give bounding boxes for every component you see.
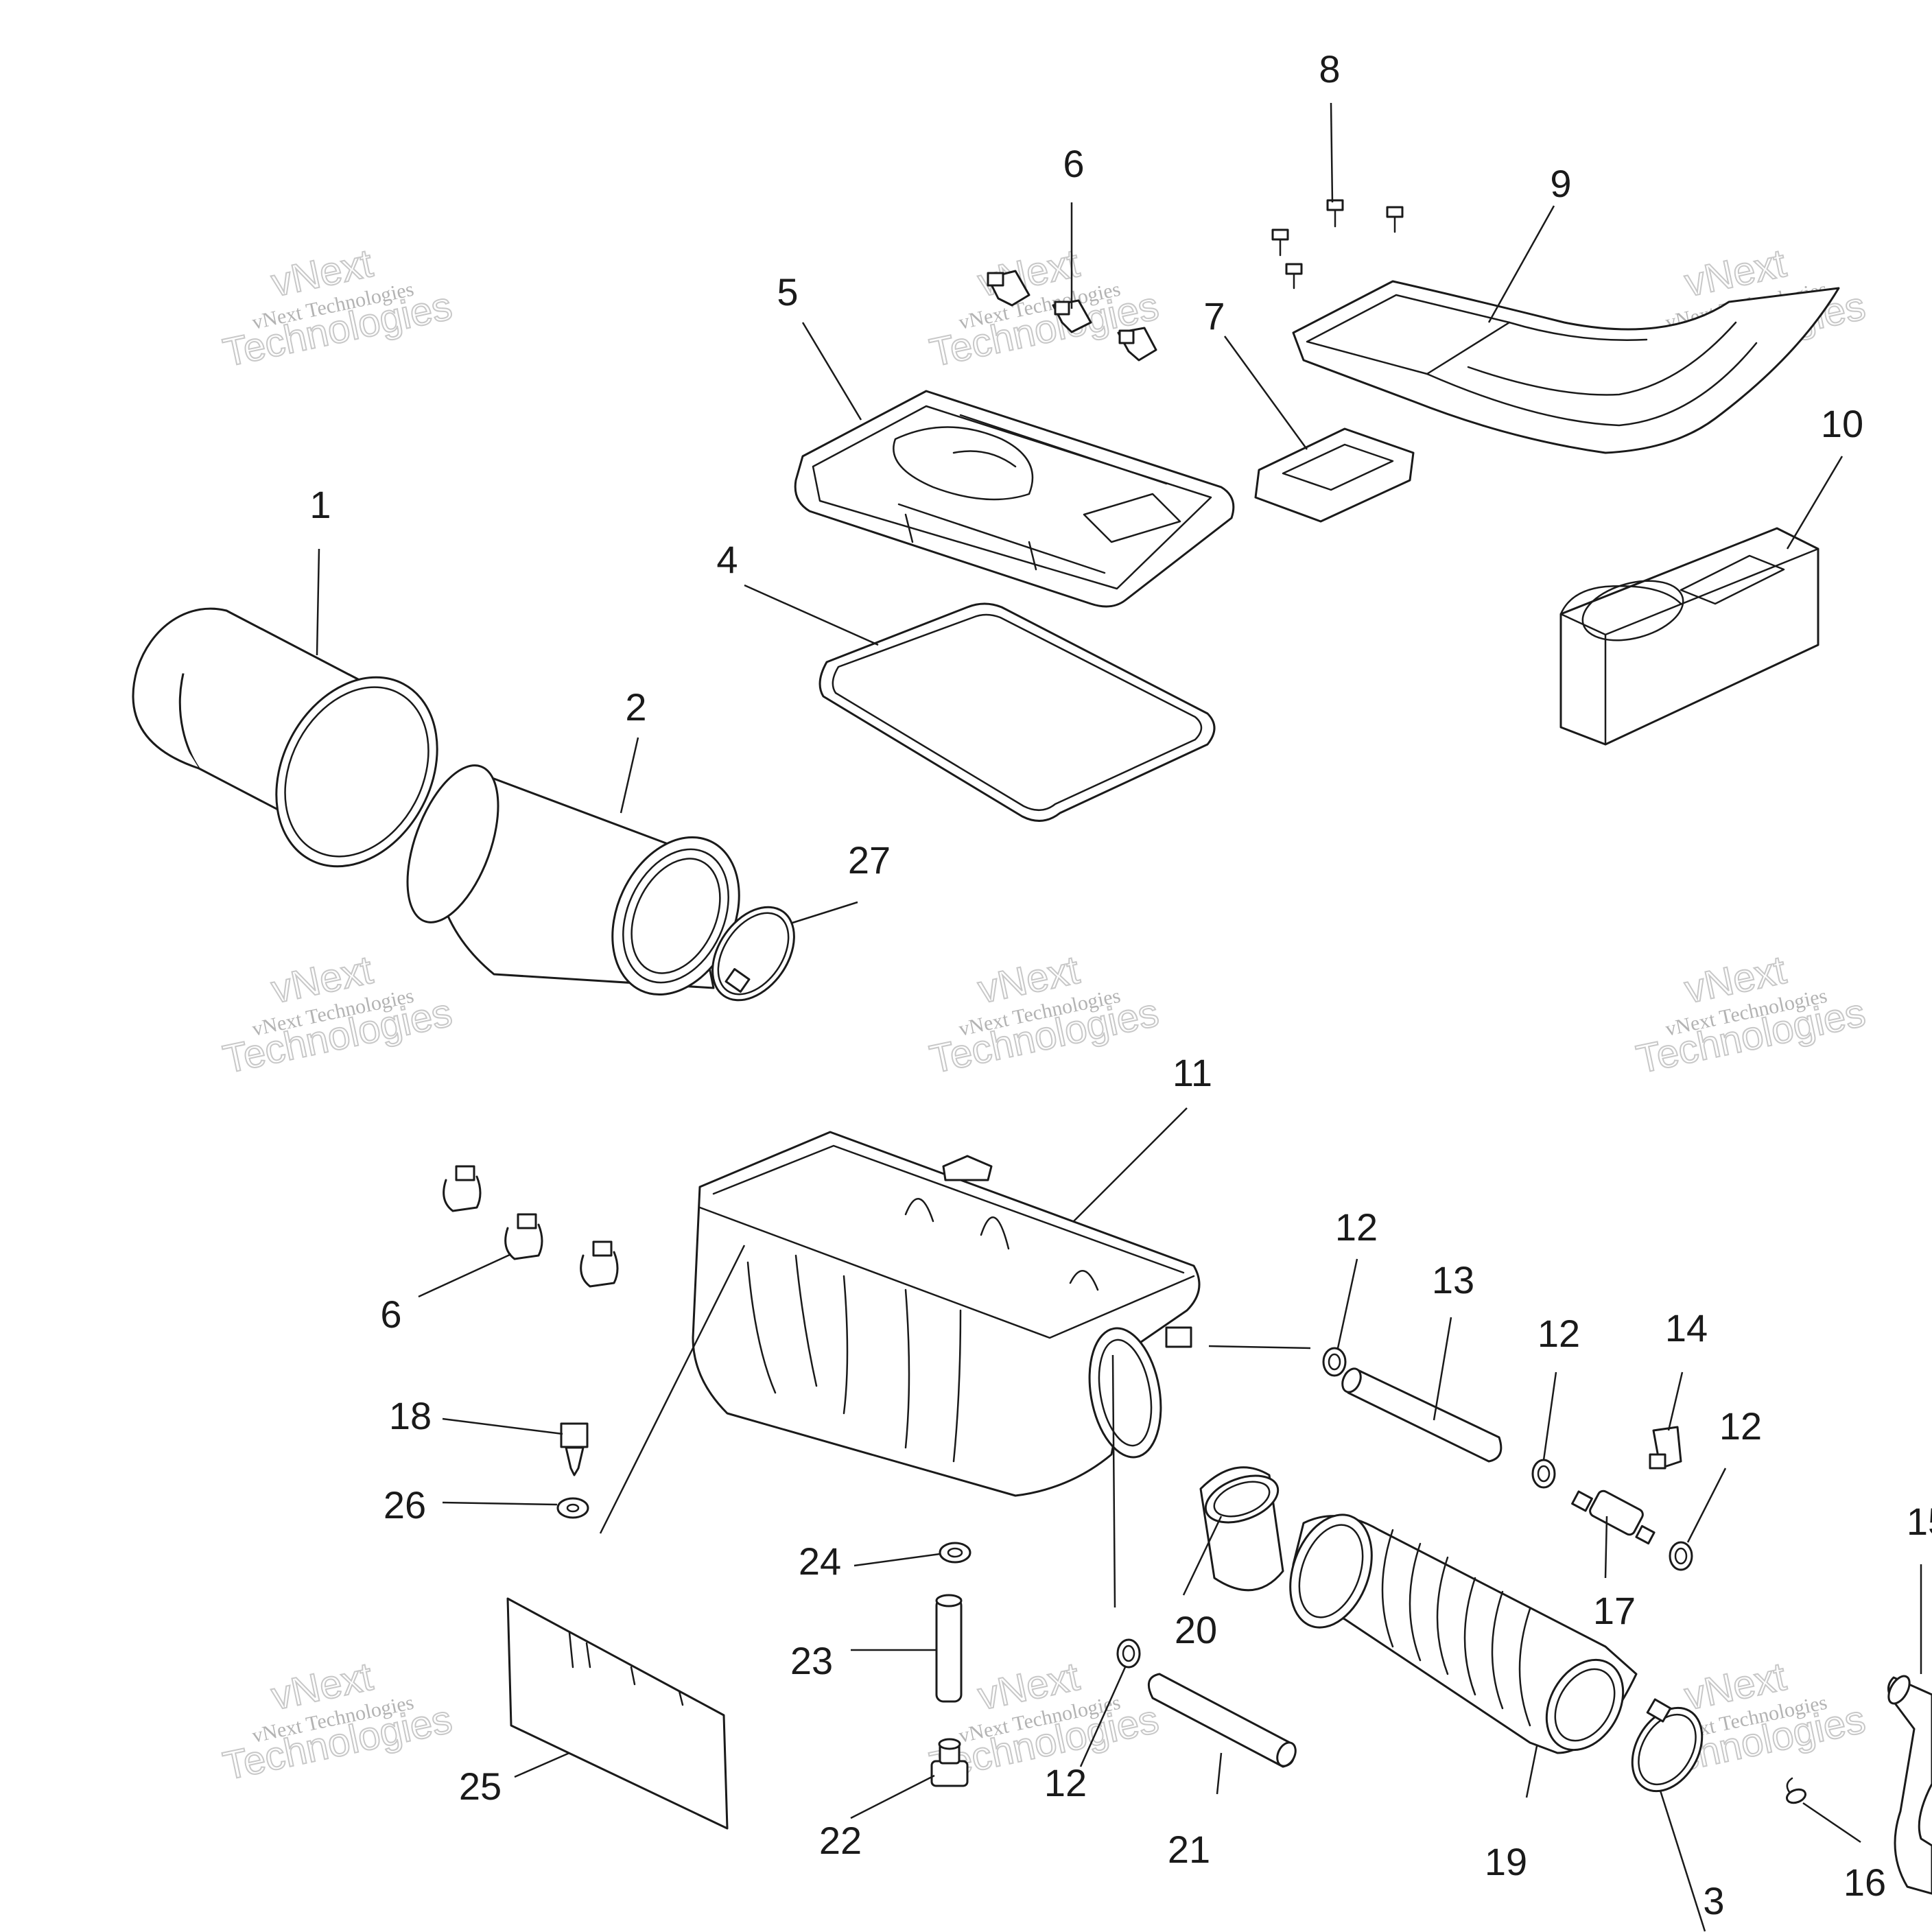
callout-2: 2 bbox=[625, 685, 646, 729]
callout-12-2: 12 bbox=[1538, 1312, 1580, 1355]
watermark: vNext vNext Technologies Technologies bbox=[1632, 947, 1870, 1083]
callout-24: 24 bbox=[799, 1540, 841, 1583]
part-6-clips-lower bbox=[443, 1165, 619, 1288]
part-2-air-filter bbox=[406, 764, 740, 996]
part-1-prefilter-sleeve bbox=[132, 607, 438, 868]
part-20-coupler bbox=[1199, 1466, 1284, 1592]
callout-22: 22 bbox=[819, 1819, 862, 1862]
callout-16: 16 bbox=[1843, 1861, 1886, 1904]
part-3-hose-clamp bbox=[1631, 1698, 1704, 1793]
watermark: vNext vNext Technologies Technologies bbox=[926, 240, 1164, 376]
part-14-clip bbox=[1649, 1426, 1682, 1470]
callout-19: 19 bbox=[1485, 1840, 1527, 1883]
part-19-bellows-boot bbox=[1289, 1513, 1638, 1754]
callout-20: 20 bbox=[1175, 1608, 1217, 1651]
callout-23: 23 bbox=[790, 1639, 833, 1682]
part-17-breather bbox=[1571, 1489, 1656, 1545]
part-22-drain-valve bbox=[930, 1738, 969, 1787]
callout-5: 5 bbox=[777, 270, 798, 314]
part-5-airbox-cover bbox=[794, 390, 1235, 608]
callout-7: 7 bbox=[1203, 294, 1225, 338]
callout-10: 10 bbox=[1821, 402, 1863, 445]
callout-8: 8 bbox=[1319, 47, 1340, 91]
watermark: vNext vNext Technologies Technologies bbox=[219, 947, 457, 1083]
callout-12-3: 12 bbox=[1719, 1404, 1762, 1448]
callout-11: 11 bbox=[1173, 1051, 1212, 1094]
part-12-clamp-1 bbox=[1322, 1347, 1347, 1377]
callout-12-1: 12 bbox=[1335, 1205, 1378, 1249]
part-12-clamp-4 bbox=[1116, 1638, 1141, 1669]
part-10-foam-block bbox=[1559, 527, 1819, 746]
callout-25: 25 bbox=[459, 1765, 502, 1808]
callout-27: 27 bbox=[848, 838, 891, 882]
callout-21: 21 bbox=[1168, 1828, 1210, 1871]
part-25-plate bbox=[506, 1597, 729, 1830]
callout-12-4: 12 bbox=[1044, 1761, 1087, 1804]
part-15-hose bbox=[1887, 1675, 1932, 1895]
callout-9: 9 bbox=[1550, 162, 1571, 205]
callout-4: 4 bbox=[716, 538, 738, 581]
leader-lines bbox=[316, 102, 1922, 1932]
part-21-tube bbox=[1147, 1673, 1297, 1768]
part-8-screws bbox=[1271, 199, 1404, 290]
watermark: vNext vNext Technologies Technologies bbox=[219, 240, 457, 376]
callout-17: 17 bbox=[1593, 1589, 1636, 1632]
callout-6-top: 6 bbox=[1063, 142, 1084, 185]
part-26-washer bbox=[556, 1497, 589, 1519]
watermark: vNext vNext Technologies Technologies bbox=[219, 1653, 457, 1789]
callout-18: 18 bbox=[389, 1394, 432, 1437]
callout-13: 13 bbox=[1432, 1258, 1474, 1301]
part-16-clip bbox=[1785, 1777, 1807, 1804]
callout-6-lower: 6 bbox=[380, 1293, 401, 1336]
callout-14: 14 bbox=[1665, 1306, 1708, 1350]
callout-15: 15 bbox=[1907, 1500, 1932, 1543]
part-18-bolt bbox=[560, 1422, 589, 1476]
part-7-seal bbox=[1254, 427, 1415, 523]
watermark: vNext vNext Technologies Technologies bbox=[926, 947, 1164, 1083]
part-4-gasket bbox=[818, 602, 1216, 822]
part-13-tube bbox=[1341, 1367, 1503, 1463]
part-24-clamp bbox=[939, 1542, 971, 1564]
callout-1: 1 bbox=[309, 483, 331, 526]
part-6-clips-top bbox=[987, 270, 1157, 362]
part-12-clamp-3 bbox=[1669, 1541, 1693, 1571]
callout-numbers: 1 2 3 4 5 6 7 8 9 10 11 6 12 13 12 14 12… bbox=[309, 47, 1932, 1922]
part-27-hose-clamp bbox=[711, 906, 795, 1002]
callout-26: 26 bbox=[384, 1483, 426, 1527]
part-9-intake-duct bbox=[1292, 280, 1840, 454]
part-23-hose bbox=[935, 1594, 963, 1703]
part-12-clamp-2 bbox=[1531, 1459, 1556, 1489]
callout-3: 3 bbox=[1703, 1879, 1724, 1922]
part-11-airbox-body bbox=[692, 1131, 1201, 1497]
